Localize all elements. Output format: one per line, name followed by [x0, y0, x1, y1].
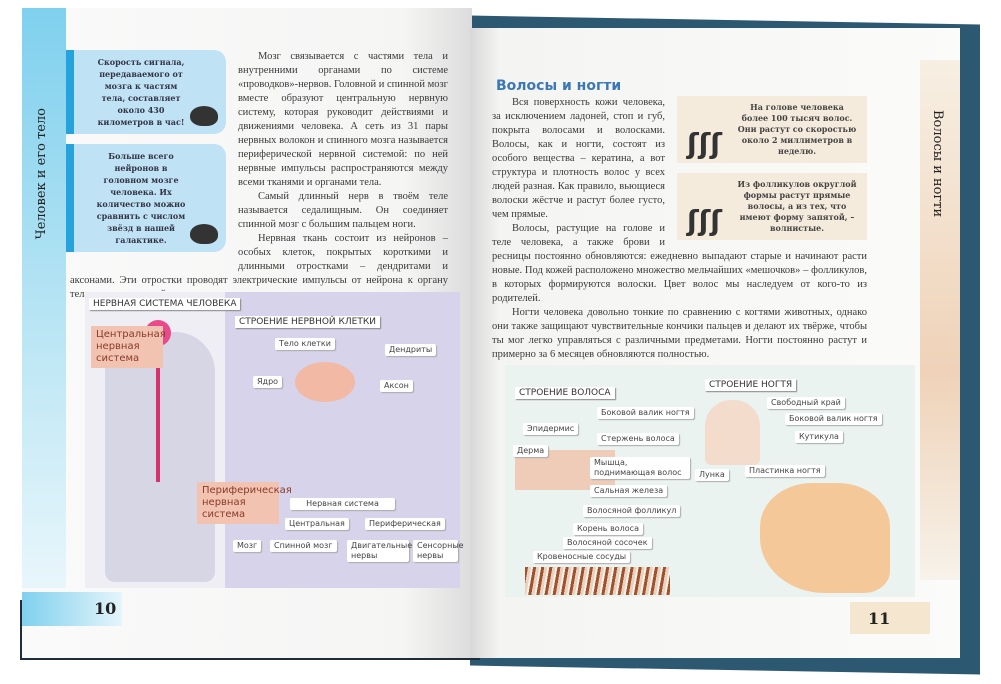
nerve-cell-panel: [225, 292, 460, 588]
body-paragraph: Вся поверхность кожи человека, за исключ…: [492, 97, 665, 220]
hair-icon: ʃʃʃ: [687, 127, 722, 160]
brain-icon: [190, 224, 218, 244]
tree-node: Центральная: [285, 518, 349, 530]
brain-icon: [190, 106, 218, 126]
neuron-figure: [295, 362, 355, 402]
nail-label: Пластинка ногтя: [745, 465, 825, 477]
hair-label: Боковой валик ногтя: [597, 407, 694, 419]
body-paragraph: Волосы, растущие на голове и теле челове…: [492, 223, 867, 304]
nail-label: Лунка: [695, 469, 729, 481]
cell-label: Ядро: [253, 376, 283, 388]
section-heading: Волосы и ногти: [496, 78, 622, 94]
hair-label: Эпидермис: [523, 423, 579, 435]
left-side-tab: Человек и его тело: [22, 8, 66, 588]
hair-nail-diagram: СТРОЕНИЕ ВОЛОСА СТРОЕНИЕ НОГТЯ Эпидермис…: [505, 365, 915, 597]
diagram-title: СТРОЕНИЕ ВОЛОСА: [515, 387, 615, 399]
spinal-cord: [156, 342, 160, 482]
cell-label: Дендриты: [385, 344, 437, 356]
hair-label: Кровеносные сосуды: [533, 551, 631, 563]
right-side-tab: Волосы и ногти: [920, 60, 960, 580]
hair-label: Волосяной сосочек: [563, 537, 652, 549]
hair-photo: [525, 567, 670, 595]
fact-text: Больше всего нейронов в головном мозге ч…: [96, 151, 186, 245]
hair-label: Мышца, поднимающая волос: [590, 457, 690, 479]
nail-label: Кутикула: [795, 431, 843, 443]
section-title-vertical: Человек и его тело: [34, 108, 49, 240]
tree-node: Нервная система: [290, 498, 395, 510]
hair-label: Сальная железа: [590, 485, 668, 497]
hair-label: Стержень волоса: [597, 433, 679, 445]
fact-note: Из фолликулов округлой формы растут прям…: [677, 173, 867, 240]
cell-label: Тело клетки: [275, 338, 335, 350]
left-text-column: Скорость сигнала, передаваемого от мозга…: [66, 50, 448, 302]
diagram-title: СТРОЕНИЕ НЕРВНОЙ КЛЕТКИ: [235, 316, 380, 328]
hair-icon: ʃʃʃ: [687, 204, 722, 237]
right-text-column: На голове человека более 100 тысяч волос…: [492, 96, 867, 362]
fact-box: Скорость сигнала, передаваемого от мозга…: [66, 50, 226, 134]
fact-text: На голове человека более 100 тысяч волос…: [737, 102, 857, 156]
nail-label: Боковой валик ногтя: [785, 413, 882, 425]
nail-figure: [705, 400, 760, 465]
body-paragraph: Самый длинный нерв в твоём теле называет…: [238, 191, 448, 230]
human-body-figure: [105, 332, 215, 582]
fact-note: На голове человека более 100 тысяч волос…: [677, 96, 867, 163]
cell-label: Аксон: [380, 380, 413, 392]
body-paragraph: Мозг связывается с частями тела и внутре…: [238, 51, 448, 188]
section-title-vertical: Волосы и ногти: [930, 110, 945, 218]
page-number: 10: [22, 592, 122, 626]
diagram-title: НЕРВНАЯ СИСТЕМА ЧЕЛОВЕКА: [89, 298, 241, 310]
fact-text: Скорость сигнала, передаваемого от мозга…: [97, 57, 185, 127]
tree-node: Спинной мозг: [270, 540, 337, 552]
hand-figure: [760, 483, 890, 593]
cns-label: Центральная нервная система: [91, 326, 166, 368]
hair-label: Корень волоса: [573, 523, 643, 535]
fact-box: Больше всего нейронов в головном мозге ч…: [66, 144, 226, 252]
nail-label: Свободный край: [767, 397, 845, 409]
page-number: 11: [850, 602, 930, 634]
hair-label: Дерма: [513, 445, 549, 457]
diagram-title: СТРОЕНИЕ НОГТЯ: [705, 379, 797, 391]
nervous-system-diagram: НЕРВНАЯ СИСТЕМА ЧЕЛОВЕКА СТРОЕНИЕ НЕРВНО…: [85, 292, 464, 588]
hair-label: Волосяной фолликул: [583, 505, 681, 517]
fact-text: Из фолликулов округлой формы растут прям…: [737, 179, 857, 233]
tree-node: Сенсорные нервы: [413, 540, 464, 562]
tree-node: Мозг: [233, 540, 262, 552]
body-paragraph: Ногти человека довольно тонкие по сравне…: [492, 307, 867, 360]
tree-node: Периферическая: [365, 518, 445, 530]
tree-node: Двигательные нервы: [347, 540, 412, 562]
pns-label: Периферическая нервная система: [197, 482, 292, 524]
